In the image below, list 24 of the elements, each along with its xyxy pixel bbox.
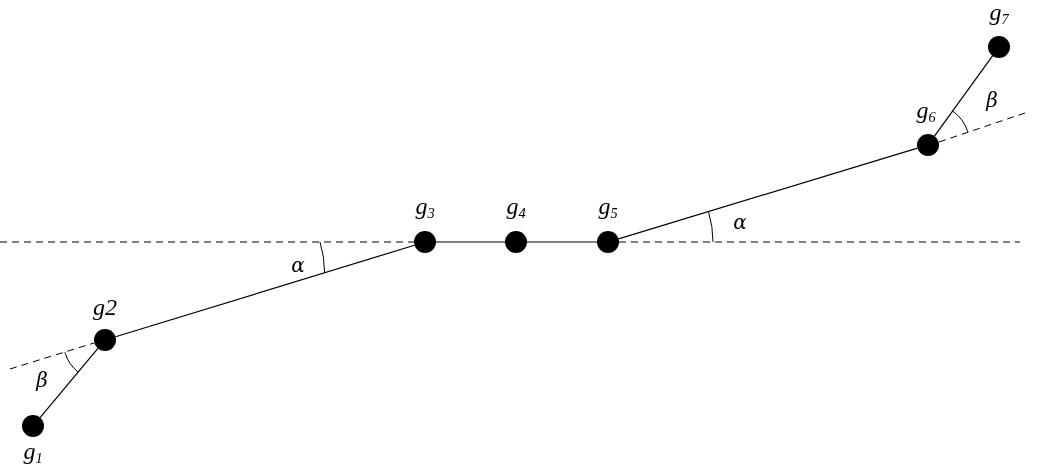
connector-line	[114, 244, 416, 338]
connector-line	[617, 147, 919, 240]
point-dot	[414, 231, 436, 253]
point-label: g$_{7}$	[989, 0, 1009, 26]
angle-label: α	[733, 212, 747, 232]
point-dot	[94, 329, 116, 351]
point-label: g$_{1}$	[23, 439, 43, 465]
point-dot	[917, 134, 939, 156]
point-dot	[22, 415, 44, 437]
angle-label: β	[36, 370, 48, 390]
point-label: g2	[93, 295, 117, 319]
point-label: g$_{5}$	[598, 194, 618, 220]
point-dot	[597, 231, 619, 253]
point-label: g$_{4}$	[506, 194, 526, 220]
connector-line	[526, 241, 598, 243]
angle-label: α	[291, 255, 305, 275]
connector-line	[435, 241, 506, 243]
point-dot	[505, 231, 527, 253]
connector-line	[39, 347, 99, 419]
point-label: g$_{6}$	[916, 98, 936, 124]
point-dot	[988, 36, 1010, 58]
angle-label: β	[986, 90, 998, 110]
connector-line	[933, 55, 994, 137]
point-label: g$_{3}$	[415, 194, 435, 220]
